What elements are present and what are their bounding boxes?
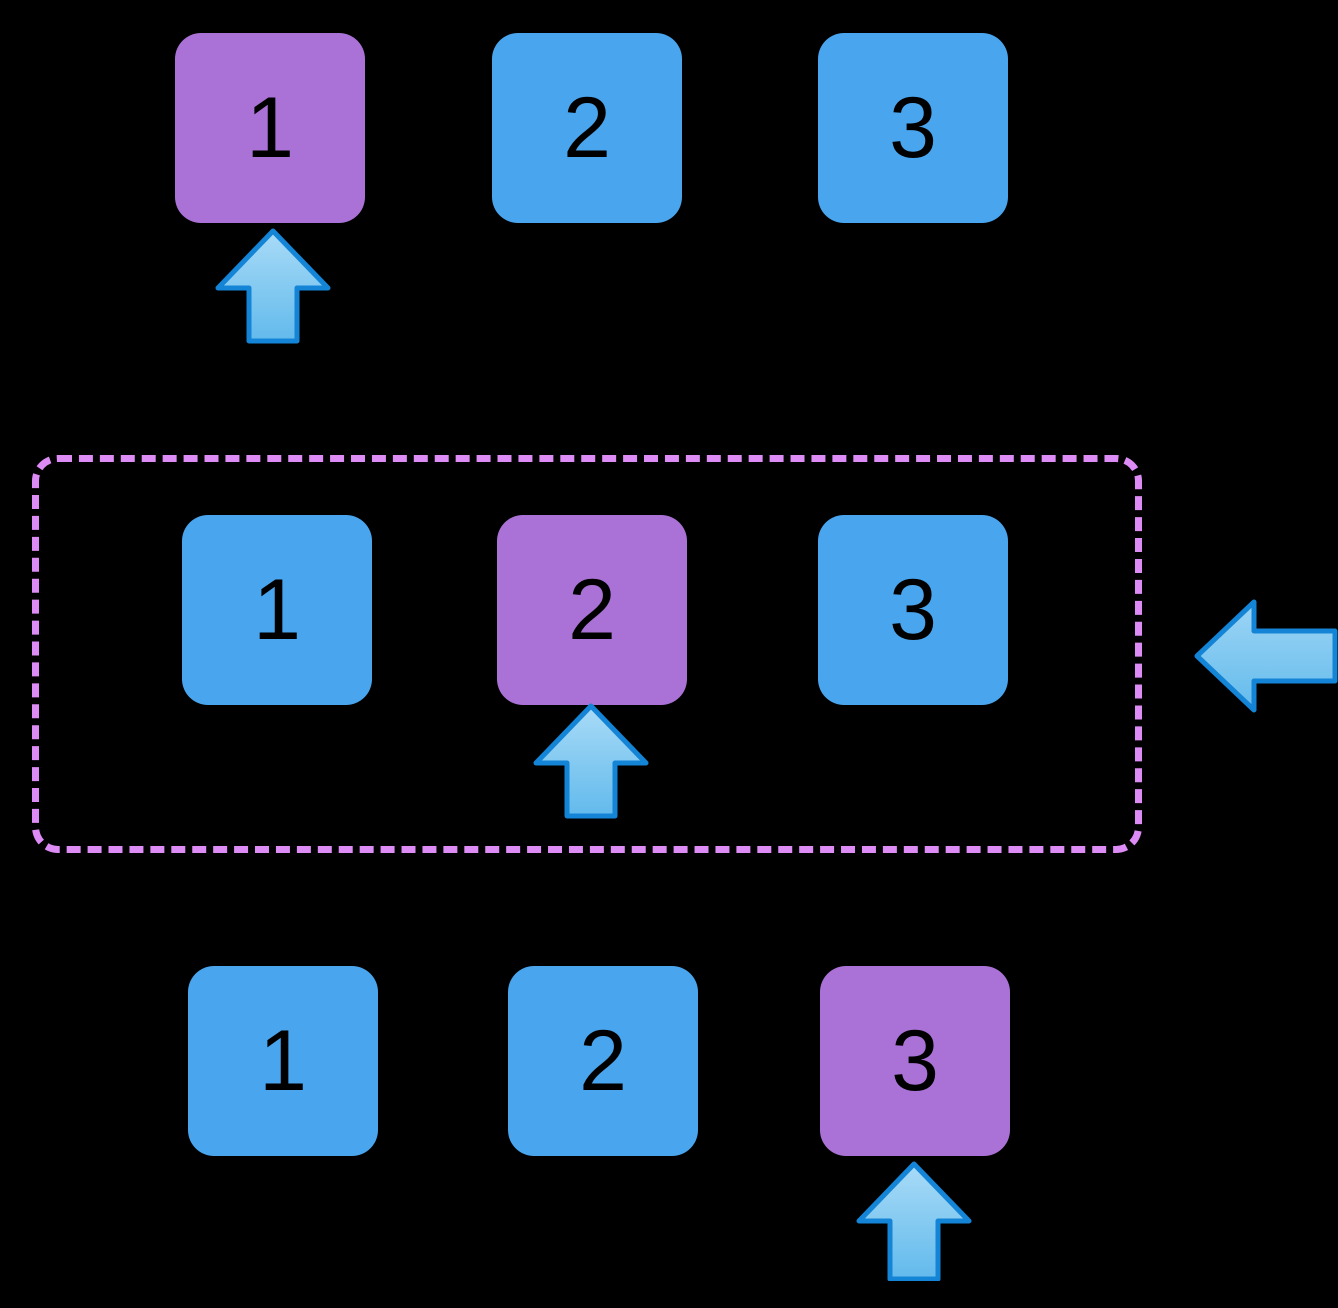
box-label: 2 <box>563 80 611 176</box>
diagram-row-3: 1 2 3 <box>0 966 1338 1156</box>
group-dashed-boundary-row2 <box>32 455 1142 853</box>
box-label: 1 <box>253 562 301 658</box>
box-label: 3 <box>889 562 937 658</box>
diagram-row-2: 1 2 3 <box>0 515 1338 705</box>
box-label: 3 <box>891 1013 939 1109</box>
box-label: 1 <box>246 80 294 176</box>
box-row2-item1[interactable]: 1 <box>182 515 372 705</box>
box-label: 2 <box>579 1013 627 1109</box>
box-row1-item1[interactable]: 1 <box>175 33 365 223</box>
box-row3-item1[interactable]: 1 <box>188 966 378 1156</box>
arrow-up-icon-row3 <box>855 1161 973 1281</box>
box-label: 2 <box>568 562 616 658</box>
box-row1-item3[interactable]: 3 <box>818 33 1008 223</box>
diagram-row-1: 1 2 3 <box>0 33 1338 223</box>
box-row2-item3[interactable]: 3 <box>818 515 1008 705</box>
box-row1-item2[interactable]: 2 <box>492 33 682 223</box>
box-label: 3 <box>889 80 937 176</box>
box-row3-item2[interactable]: 2 <box>508 966 698 1156</box>
arrow-up-icon-row1 <box>215 228 331 344</box>
box-row3-item3[interactable]: 3 <box>820 966 1010 1156</box>
box-label: 1 <box>259 1013 307 1109</box>
arrow-up-icon-row2 <box>533 703 649 819</box>
box-row2-item2[interactable]: 2 <box>497 515 687 705</box>
arrow-left-icon-group <box>1194 596 1338 716</box>
